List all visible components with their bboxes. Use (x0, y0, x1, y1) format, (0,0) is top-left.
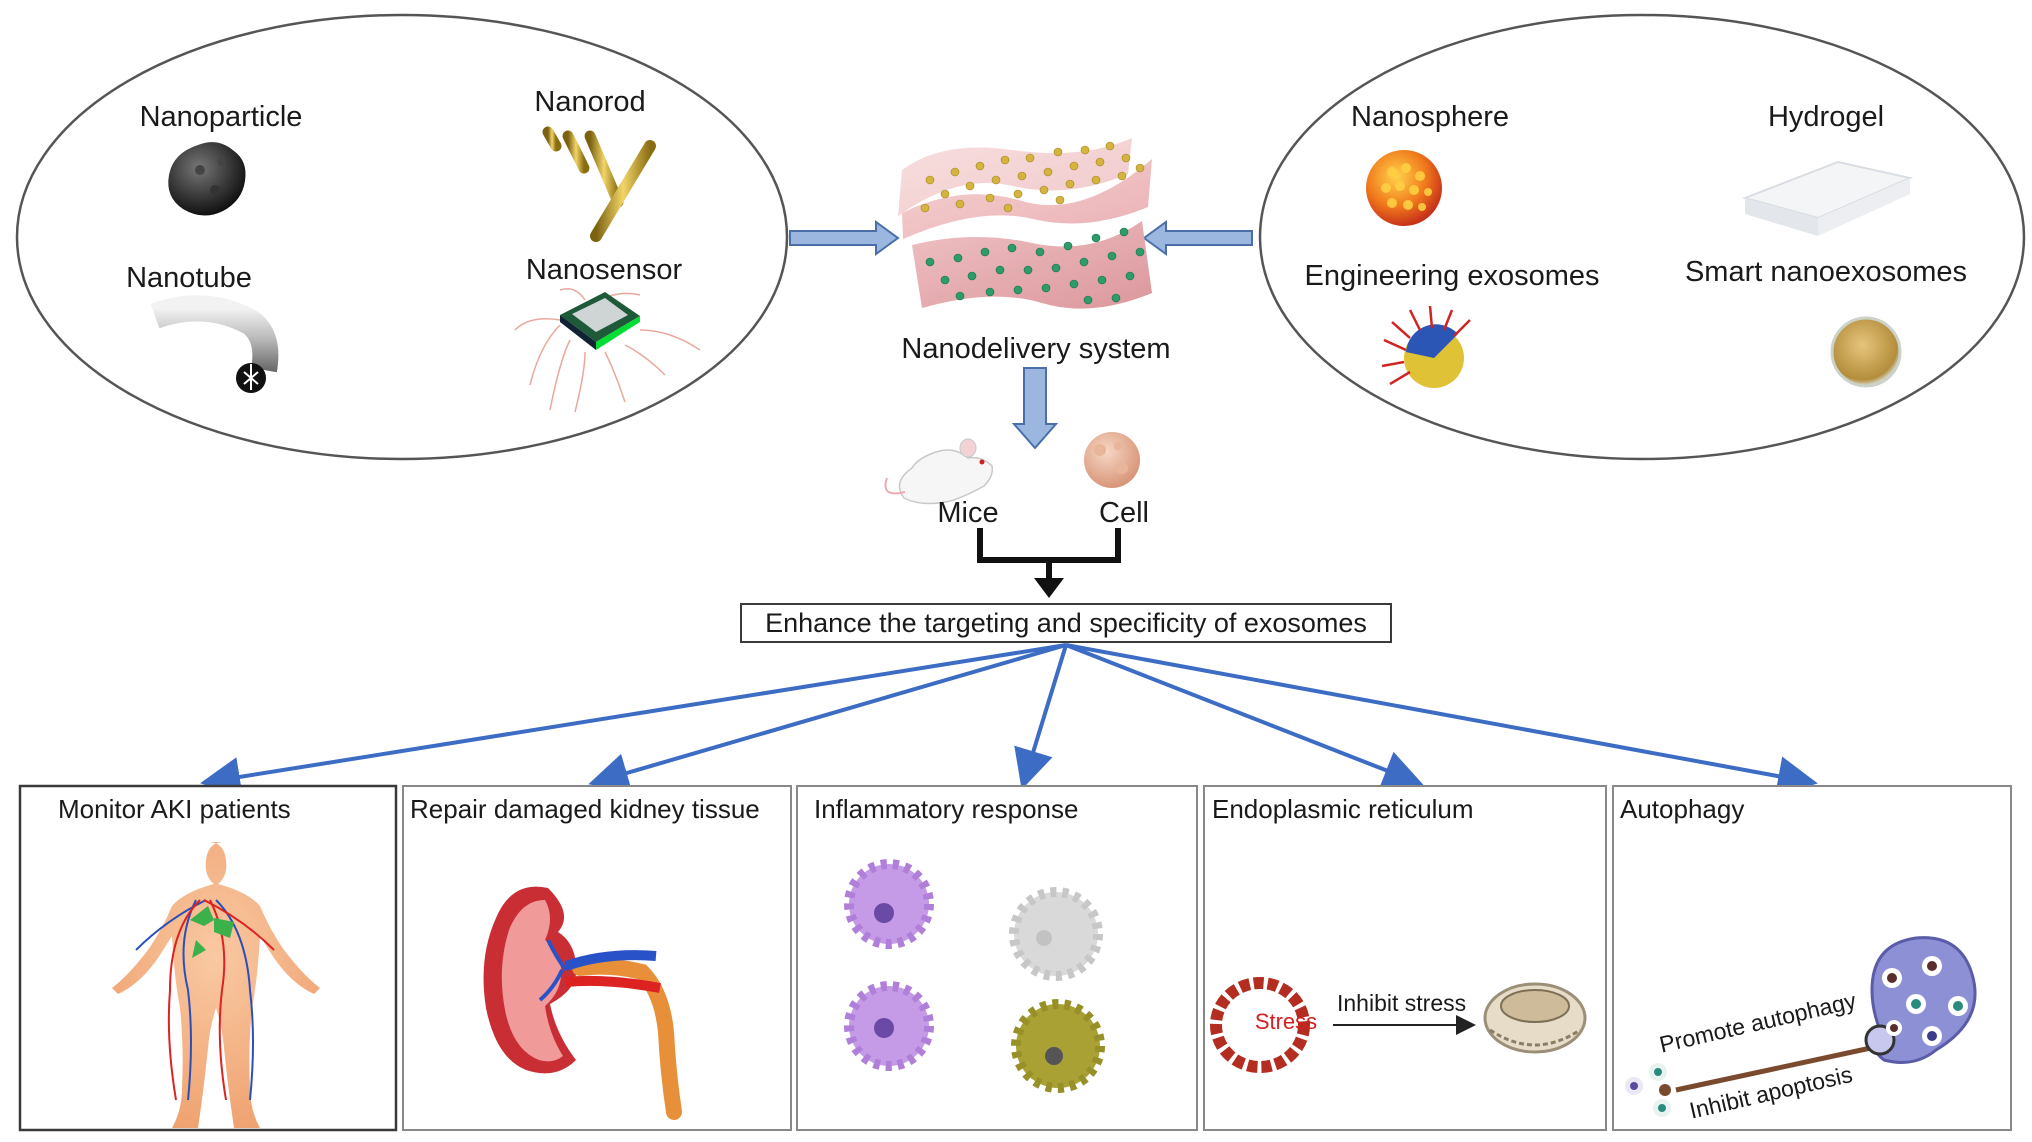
nanosphere-icon (1366, 150, 1442, 226)
merge-arrowhead (1034, 578, 1064, 598)
healthy-er-icon (1483, 982, 1587, 1054)
panel-title-repair-kidney: Repair damaged kidney tissue (410, 794, 760, 824)
branch-arrow-3 (1014, 644, 1068, 790)
system-to-models-arrow (1011, 367, 1059, 450)
engineering-exosomes-label: Engineering exosomes (1304, 260, 1600, 292)
mouse-icon (884, 438, 994, 505)
panel-title-autophagy: Autophagy (1620, 794, 1745, 824)
hydrogel-icon (1741, 160, 1914, 236)
nanodelivery-system-label: Nanodelivery system (901, 333, 1171, 365)
goal-box: Enhance the targeting and specificity of… (740, 603, 1392, 643)
nanoparticle-label: Nanoparticle (139, 101, 303, 133)
panel-title-er: Endoplasmic reticulum (1212, 794, 1474, 824)
branch-arrow-2 (588, 643, 1067, 793)
branch-arrow-5 (1065, 643, 1818, 796)
right-to-center-arrow (1142, 220, 1253, 256)
nanosensor-label: Nanosensor (525, 254, 683, 286)
left-material-ellipse (15, 13, 789, 461)
panel-inflammatory (796, 785, 1198, 1131)
nanosensor-icon (514, 288, 701, 413)
autophagy-graphic (1625, 936, 1977, 1117)
smart-nanoexosome-icon (1830, 316, 1902, 388)
human-body-icon (112, 842, 320, 1128)
stressed-er-icon (1210, 977, 1310, 1073)
branch-arrows (200, 643, 1818, 797)
panel-title-inflammatory: Inflammatory response (814, 794, 1079, 824)
panel-er (1203, 785, 1607, 1131)
left-to-center-arrow (789, 220, 900, 256)
inflammatory-cell-purple-2 (844, 981, 934, 1071)
branch-arrow-4 (1065, 643, 1424, 789)
smart-nanoexosomes-label: Smart nanoexosomes (1684, 256, 1968, 288)
cell-label: Cell (1099, 497, 1149, 529)
er-stress-label: Stress (1254, 1009, 1318, 1034)
inflammatory-cell-olive (1011, 999, 1105, 1093)
nanotube-label: Nanotube (126, 262, 252, 294)
mice-label: Mice (937, 497, 999, 529)
right-material-ellipse (1258, 13, 2026, 461)
inflammatory-cell-purple-1 (844, 859, 934, 949)
panel-title-monitor-aki: Monitor AKI patients (58, 794, 291, 824)
nanorod-icon (542, 126, 656, 242)
nanorod-label: Nanorod (534, 86, 646, 118)
nanosphere-label: Nanosphere (1351, 101, 1509, 133)
engineering-exosome-icon (1381, 305, 1471, 388)
kidney-icon (483, 886, 682, 1120)
nanotube-icon (150, 295, 279, 393)
inflammatory-cell-grey (1009, 887, 1103, 981)
nanoparticle-icon (168, 142, 246, 216)
inhibit-stress-label: Inhibit stress (1337, 990, 1467, 1016)
hydrogel-label: Hydrogel (1767, 101, 1885, 133)
cell-icon (1084, 432, 1140, 488)
nanodelivery-system-graphic (898, 138, 1152, 309)
models-merge-connector (977, 528, 1121, 582)
branch-arrow-1 (200, 643, 1067, 797)
